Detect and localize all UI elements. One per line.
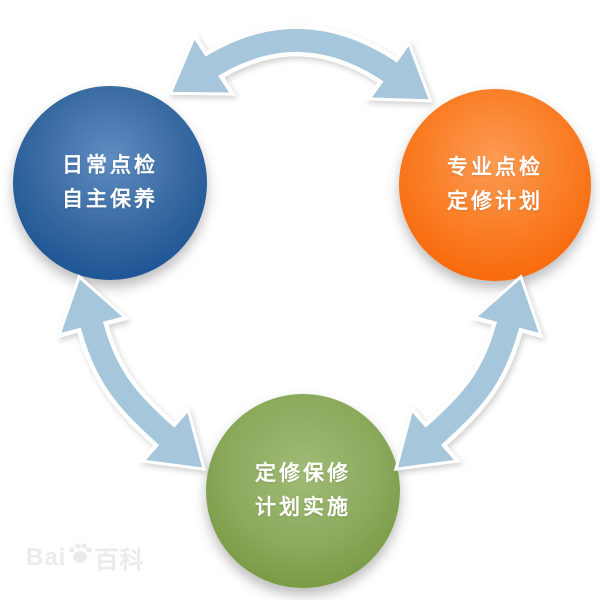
- node-label-line: 自主保养: [62, 188, 158, 211]
- node-daily-inspection: 日常点检 自主保养: [13, 86, 207, 280]
- node-label-line: 日常点检: [62, 154, 158, 177]
- node-label-line: 定修保修: [255, 462, 351, 485]
- baidu-baike-watermark: Bai 百科: [26, 540, 144, 575]
- node-label-line: 计划实施: [255, 496, 351, 519]
- node-label-line: 定修计划: [447, 190, 543, 213]
- connector-left-double-arrow: [61, 279, 203, 468]
- paw-icon: [67, 542, 93, 565]
- node-repair-plan-implementation: 定修保修 计划实施: [206, 394, 400, 588]
- connector-top-double-arrow: [172, 28, 429, 100]
- node-repair-plan-implementation-label: 定修保修 计划实施: [255, 457, 351, 525]
- connector-right-double-arrow: [397, 279, 539, 468]
- node-label-line: 专业点检: [447, 156, 543, 179]
- node-professional-inspection: 专业点检 定修计划: [399, 89, 591, 281]
- watermark-text-left: Bai: [26, 543, 67, 571]
- node-daily-inspection-label: 日常点检 自主保养: [62, 149, 158, 217]
- node-professional-inspection-label: 专业点检 定修计划: [447, 151, 543, 219]
- watermark-text-right: 百科: [94, 547, 145, 574]
